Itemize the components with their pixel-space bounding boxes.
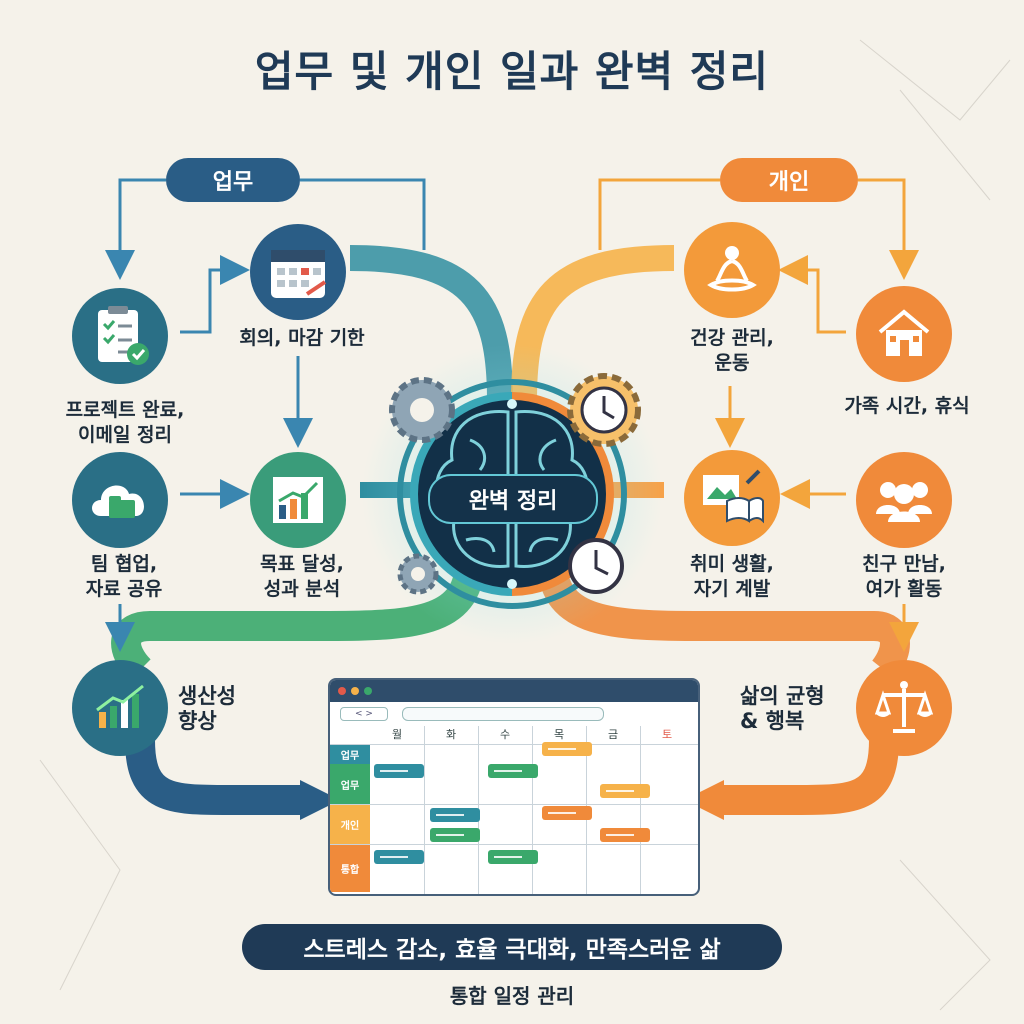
productivity-chart-icon [72, 660, 168, 756]
friends-group-icon [856, 452, 952, 548]
calendar-event[interactable] [374, 764, 424, 778]
hobby-book-icon [684, 450, 780, 546]
label-project-email: 프로젝트 완료, 이메일 정리 [65, 399, 185, 446]
row-label-integrated: 통합 [330, 844, 370, 892]
clipboard-checklist-icon [72, 288, 168, 384]
label-goal-analysis: 목표 달성, 성과 분석 [260, 553, 344, 600]
window-minimize-dot[interactable] [351, 687, 359, 695]
day-header-wed: 수 [499, 728, 511, 741]
label-meeting-deadline: 회의, 마감 기한 [239, 327, 365, 349]
row-label-work-1: 업무 [330, 744, 370, 764]
calendar-event[interactable] [600, 828, 650, 842]
gear-icon-left [389, 377, 455, 443]
calendar-event[interactable] [542, 806, 592, 820]
row-label-personal: 개인 [330, 804, 370, 844]
row-label-work-2: 업무 [330, 764, 370, 804]
calendar-event[interactable] [430, 828, 480, 842]
day-header-tue: 화 [445, 728, 457, 741]
balance-scale-icon [856, 660, 952, 756]
label-productivity: 생산성 향상 [178, 684, 236, 733]
page-title: 업무 및 개인 일과 완벽 정리 [254, 47, 770, 96]
day-header-sat: 토 [661, 728, 673, 741]
house-icon [856, 286, 952, 382]
calendar-event[interactable] [374, 850, 424, 864]
meditation-icon [684, 222, 780, 318]
cloud-folder-icon [72, 452, 168, 548]
calendar-event[interactable] [542, 742, 592, 756]
center-label: 완벽 정리 [428, 474, 598, 524]
window-close-dot[interactable] [338, 687, 346, 695]
window-maximize-dot[interactable] [364, 687, 372, 695]
label-family-rest: 가족 시간, 휴식 [844, 395, 970, 417]
label-health-exercise: 건강 관리, 운동 [690, 327, 774, 374]
day-header-mon: 월 [391, 728, 403, 741]
label-team-collab: 팀 협업, 자료 공유 [85, 553, 163, 600]
calendar-event[interactable] [488, 850, 538, 864]
calendar-nav-buttons[interactable]: < > [340, 707, 388, 721]
calendar-address-bar[interactable] [402, 707, 604, 721]
calendar-event[interactable] [488, 764, 538, 778]
calendar-event[interactable] [430, 808, 480, 822]
label-life-balance: 삶의 균형 & 행복 [740, 684, 825, 733]
growth-chart-icon [250, 452, 346, 548]
benefits-banner: 스트레스 감소, 효율 극대화, 만족스러운 삶 [242, 924, 782, 970]
personal-category-pill: 개인 [720, 158, 858, 202]
calendar-event[interactable] [600, 784, 650, 798]
day-header-thu: 목 [553, 728, 565, 741]
bottom-caption: 통합 일정 관리 [449, 984, 575, 1008]
work-category-pill: 업무 [166, 158, 300, 202]
day-header-fri: 금 [607, 728, 619, 741]
calendar-window: < > 월 화 수 목 금 토 업무 업무 개인 통합 [328, 678, 700, 896]
label-hobby-growth: 취미 생활, 자기 계발 [690, 553, 774, 600]
label-friends-leisure: 친구 만남, 여가 활동 [862, 553, 946, 600]
calendar-icon [250, 224, 346, 320]
calendar-titlebar [330, 680, 698, 702]
